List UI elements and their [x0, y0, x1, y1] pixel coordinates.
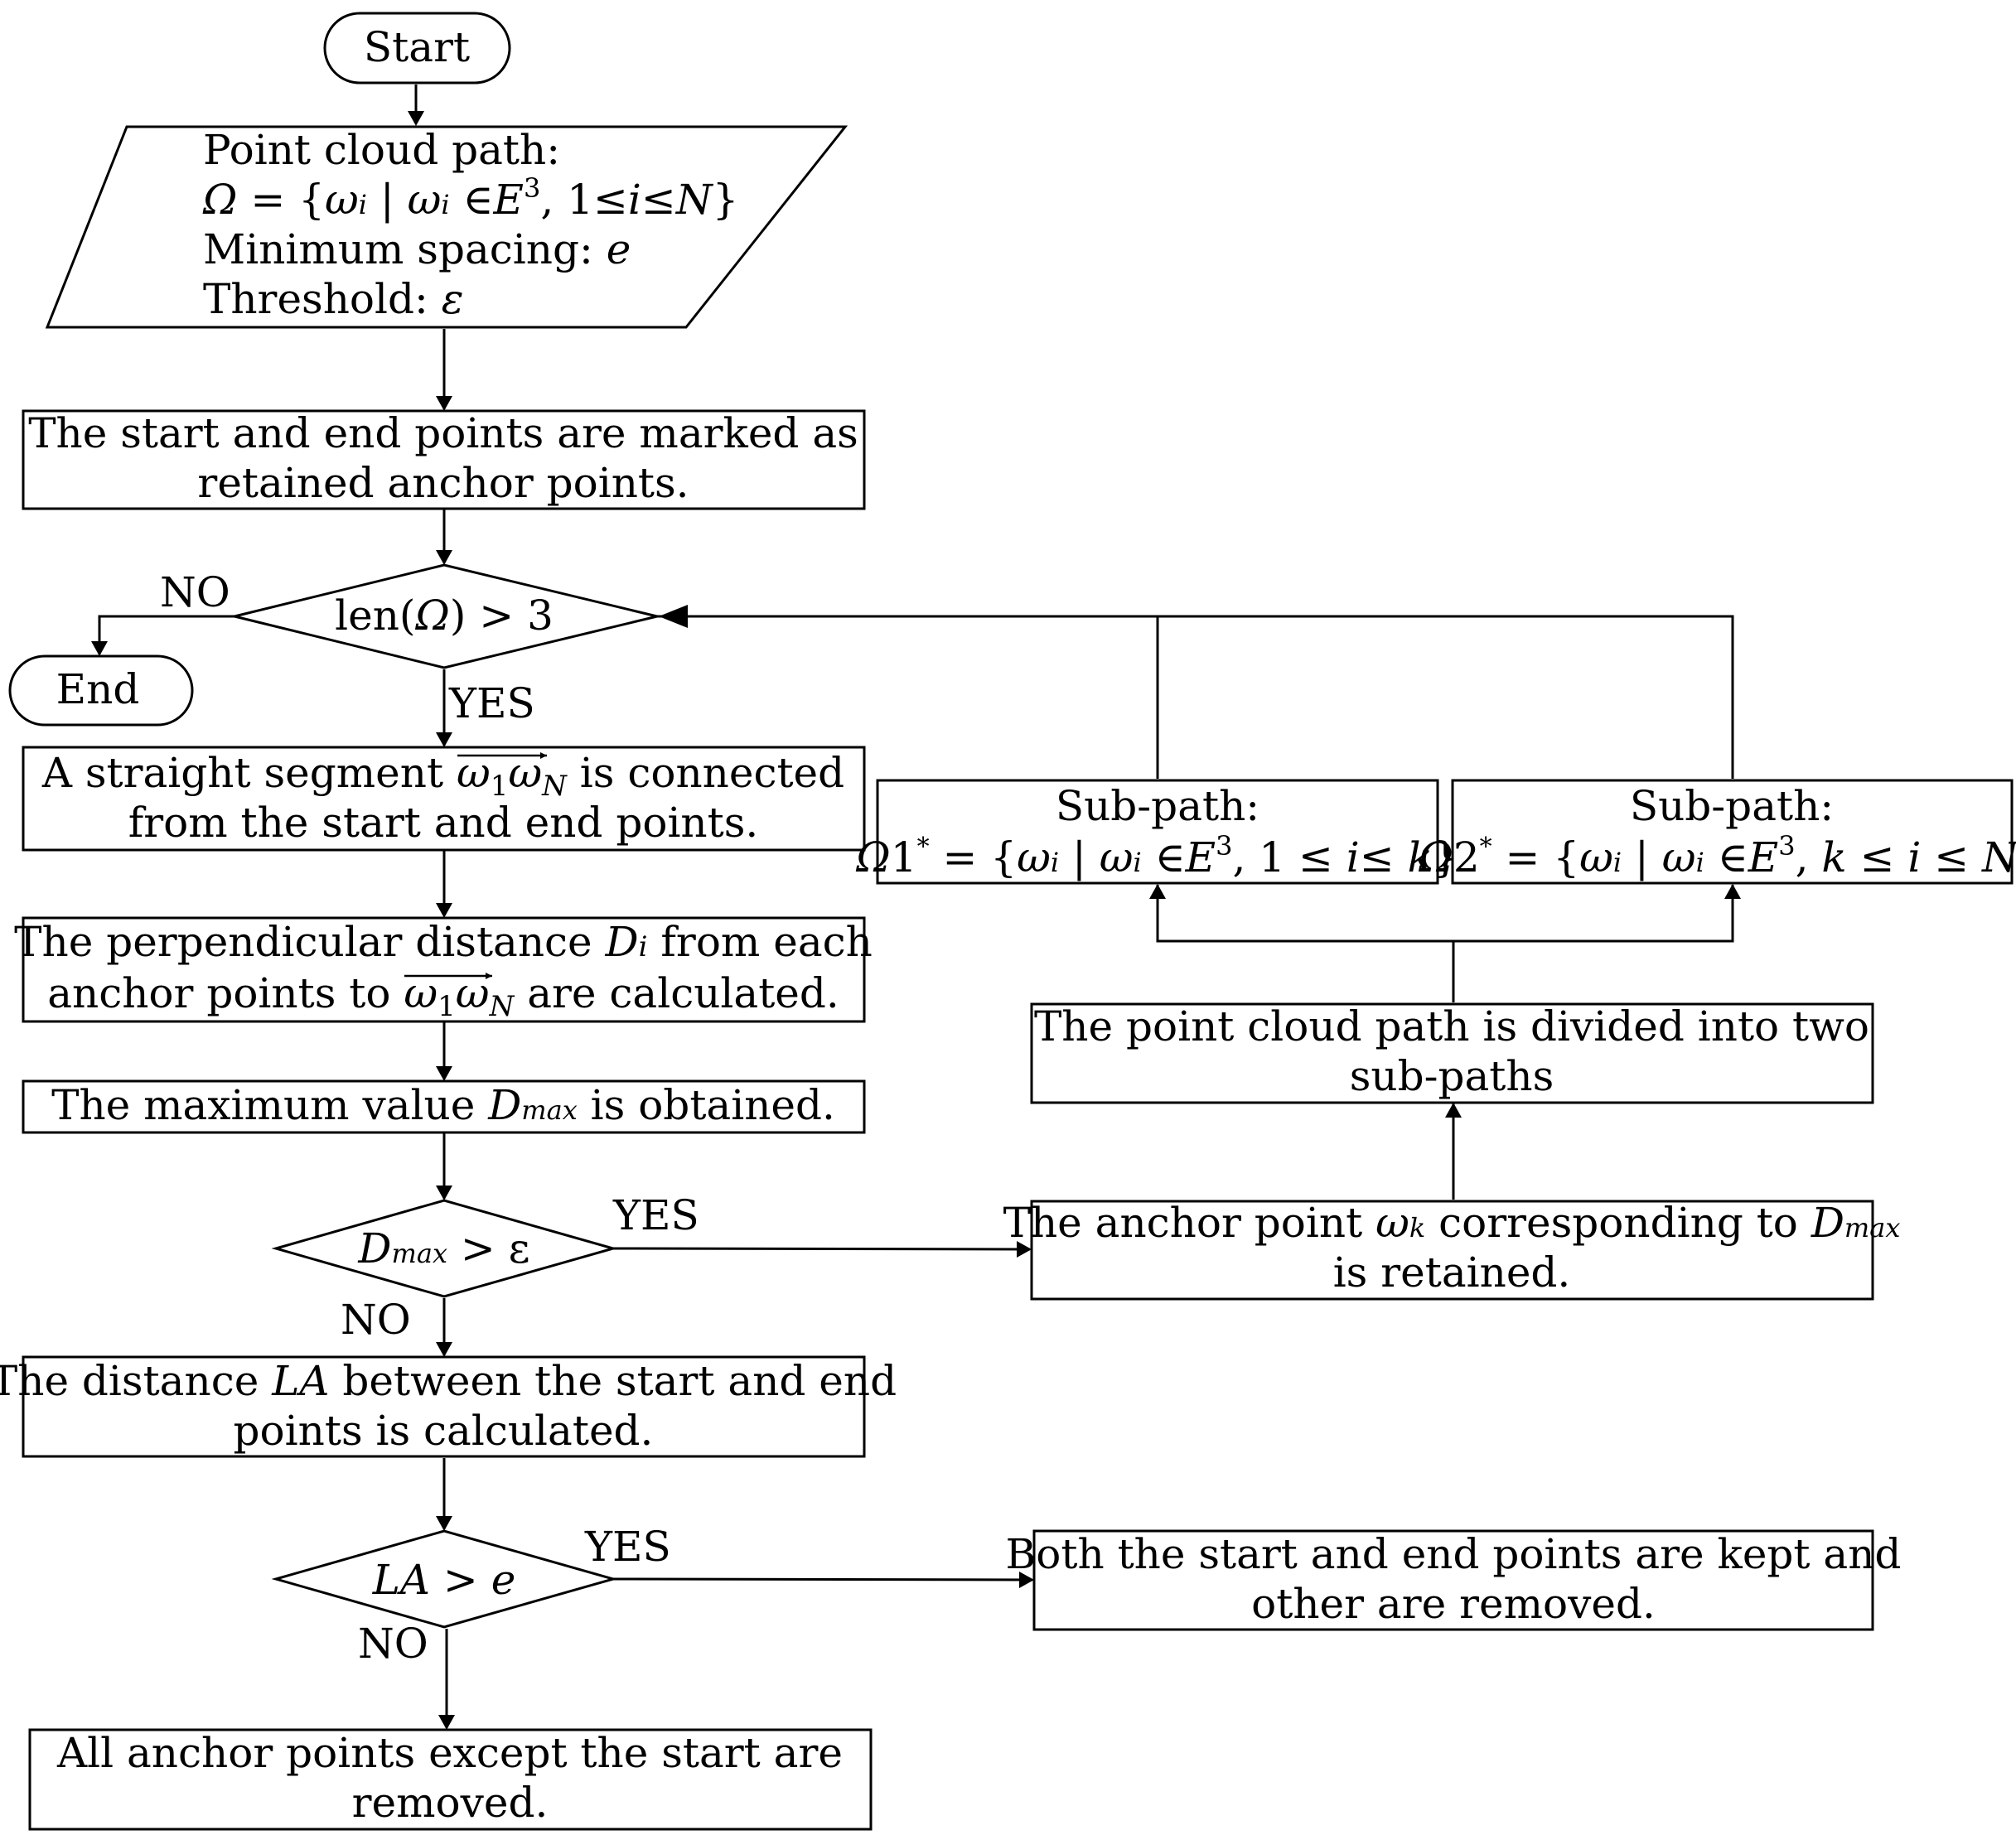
cond-la-diamond: [271, 1529, 618, 1629]
node-la-distance: The distance LA between the start and en…: [0, 1355, 897, 1458]
arrowhead-la: [436, 1342, 452, 1357]
node-start: Start: [323, 12, 511, 85]
node-divide-path: The point cloud path is divided into two…: [1030, 1002, 1874, 1104]
input-line-3: Minimum spacing: e: [203, 225, 631, 273]
connectors: [98, 85, 1734, 1728]
label-yes-3: YES: [584, 1523, 671, 1571]
la-line-1: The distance LA between the start and en…: [0, 1357, 897, 1405]
retain-line-2: is retained.: [1333, 1248, 1571, 1297]
arrowhead-mark-cond1: [436, 550, 452, 565]
subpath-2-title: Sub-path:: [1630, 782, 1834, 830]
subpath-2-box: [1451, 779, 2014, 885]
keep-line-2: other are removed.: [1251, 1580, 1656, 1628]
label-yes-2: YES: [612, 1191, 699, 1239]
arrowhead-start-input: [408, 111, 424, 126]
arrowhead-cond3: [436, 1516, 452, 1531]
label-no-1: NO: [160, 568, 230, 616]
remove-line-2: removed.: [352, 1779, 549, 1827]
arrowhead-cond2: [436, 1186, 452, 1200]
node-max-value: The maximum value Dmax is obtained.: [22, 1079, 866, 1134]
node-keep-endpoints: Both the start and end points are kept a…: [1006, 1529, 1902, 1631]
arrowhead-sub2: [1724, 884, 1741, 899]
node-remove-anchors: All anchor points except the start are r…: [28, 1728, 873, 1831]
node-subpath-2: Sub-path: Ω2* = {ωi | ωi ∈E3, k ≤ i ≤ N}: [1418, 779, 2016, 885]
branch-labels: NO YES YES NO YES NO: [160, 568, 699, 1668]
arrowhead-max: [436, 1066, 452, 1081]
arrow-divide-to-sub2: [1453, 885, 1734, 943]
la-line-2: points is calculated.: [234, 1407, 654, 1455]
divide-line-2: sub-paths: [1350, 1052, 1554, 1100]
subpath-2-formula: Ω2* = {ωi | ωi ∈E3, k ≤ i ≤ N}: [1418, 830, 2016, 881]
arrowheads: [91, 111, 1741, 1730]
perp-line-1: The perpendicular distance Di from each: [14, 918, 873, 966]
node-retain-anchor: The anchor point ωk corresponding to Dma…: [1003, 1199, 1901, 1301]
max-box: [22, 1079, 866, 1134]
keep-box: [1032, 1529, 1874, 1631]
mark-box: [22, 409, 866, 510]
arrowhead-keep: [1019, 1572, 1034, 1588]
subpath-1-title: Sub-path:: [1056, 782, 1259, 830]
keep-line-1: Both the start and end points are kept a…: [1006, 1530, 1902, 1578]
input-line-2: Ω = {ωi | ωi ∈E3, 1≤i≤N}: [202, 172, 738, 224]
node-input: Point cloud path: Ω = {ωi | ωi ∈E3, 1≤i≤…: [45, 125, 848, 329]
remove-line-1: All anchor points except the start are: [56, 1729, 843, 1777]
arrow-divide-to-sub1: [1156, 885, 1455, 1002]
cond-dmax-diamond: [271, 1199, 618, 1298]
arrowhead-sub1: [1149, 884, 1166, 899]
node-subpath-1: Sub-path: Ω1* = {ωi | ωi ∈E3, 1 ≤ i≤ k}: [855, 779, 1459, 885]
arrowhead-perp: [436, 903, 452, 918]
mark-line-2: retained anchor points.: [197, 459, 689, 507]
label-no-3: NO: [358, 1620, 428, 1668]
input-parallelogram: [45, 125, 848, 329]
arrowhead-end: [91, 641, 108, 656]
arrowhead-loop: [659, 605, 688, 628]
arrow-cond1-no-to-end: [98, 615, 234, 654]
retain-box: [1030, 1200, 1874, 1301]
remove-box: [28, 1728, 873, 1831]
arrowhead-remove: [438, 1715, 455, 1730]
retain-line-1: The anchor point ωk corresponding to Dma…: [1003, 1199, 1901, 1247]
segment-line-1: A straight segment ω1ωN is connected: [41, 749, 844, 803]
la-box: [22, 1355, 866, 1458]
segment-box: [22, 746, 866, 852]
arrow-cond3-yes-to-keep: [612, 1577, 1033, 1581]
label-yes-1: YES: [448, 679, 535, 727]
node-cond-dmax: Dmax > ε: [271, 1199, 618, 1298]
segment-line-2: from the start and end points.: [128, 799, 759, 847]
arrowhead-retain: [1017, 1241, 1032, 1258]
start-terminal: [323, 12, 511, 85]
arrow-cond2-yes-to-retain: [612, 1247, 1031, 1251]
cond-la-text: LA > e: [372, 1556, 516, 1604]
input-line-1: Point cloud path:: [203, 126, 560, 174]
end-terminal: [8, 654, 194, 727]
subpath-1-box: [876, 779, 1439, 885]
divide-box: [1030, 1002, 1874, 1104]
node-mark-anchors: The start and end points are marked as r…: [22, 409, 866, 510]
arrow-subpaths-to-cond1: [657, 615, 1734, 779]
start-label: Start: [364, 23, 470, 71]
cond-len-text: len(Ω) > 3: [335, 592, 554, 640]
cond-len-diamond: [234, 563, 658, 669]
arrowhead-segment: [436, 732, 452, 747]
mark-line-1: The start and end points are marked as: [28, 409, 858, 457]
input-line-4: Threshold: ε: [203, 275, 464, 323]
arrowhead-input-mark: [436, 396, 452, 411]
node-cond-len: len(Ω) > 3: [234, 563, 658, 669]
cond-dmax-text: Dmax > ε: [357, 1224, 529, 1272]
vector-w1wN: ω: [457, 749, 491, 797]
node-segment: A straight segment ω1ωN is connected fro…: [22, 746, 866, 852]
perp-line-2: anchor points to ω1ωN are calculated.: [47, 969, 839, 1023]
end-label: End: [56, 665, 140, 713]
node-end: End: [8, 654, 194, 727]
max-text: The maximum value Dmax is obtained.: [51, 1081, 835, 1129]
divide-line-1: The point cloud path is divided into two: [1034, 1002, 1869, 1050]
node-cond-la: LA > e: [271, 1529, 618, 1629]
label-no-2: NO: [341, 1296, 411, 1344]
perp-box: [22, 916, 866, 1023]
arrowhead-divide: [1445, 1103, 1462, 1118]
subpath-1-formula: Ω1* = {ωi | ωi ∈E3, 1 ≤ i≤ k}: [855, 830, 1458, 881]
node-perp-distance: The perpendicular distance Di from each …: [14, 916, 873, 1023]
